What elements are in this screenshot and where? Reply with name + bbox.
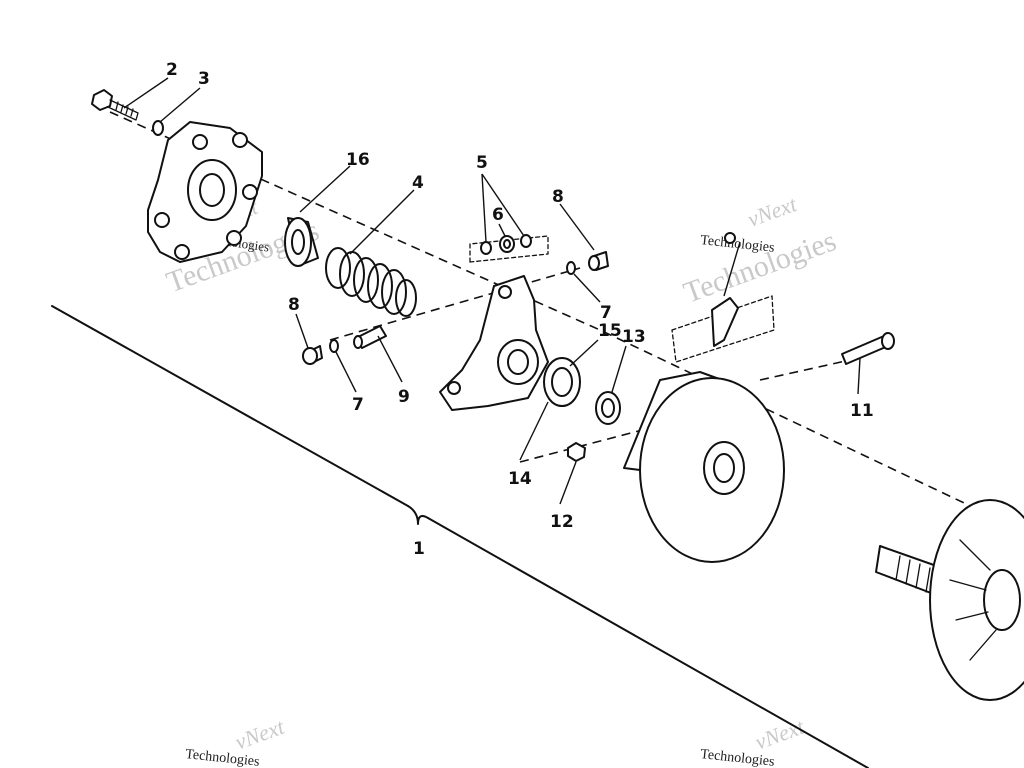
bushing — [284, 217, 319, 267]
callout-1: 1 — [413, 539, 425, 559]
seal-ring — [595, 391, 621, 425]
pin-lower — [302, 345, 323, 365]
spider-ramp — [439, 275, 549, 411]
washer-upper — [566, 261, 576, 275]
callout-labels: 2 3 16 4 5 6 8 7 15 13 8 7 9 14 12 11 1 — [166, 60, 874, 559]
callout-15: 15 — [598, 321, 622, 341]
assembly-bracket — [51, 305, 869, 768]
callout-7-lower: 7 — [352, 395, 364, 415]
bearing — [543, 357, 581, 407]
pin-axis-line — [329, 267, 581, 341]
callout-14: 14 — [508, 469, 532, 489]
spring — [325, 247, 417, 317]
roller-pin — [353, 325, 387, 349]
watermark-vnext: vNext — [752, 714, 808, 755]
callout-5: 5 — [476, 153, 488, 173]
callout-11: 11 — [850, 401, 874, 421]
cover-plate — [147, 121, 263, 263]
watermark-technologies-small: Technologies — [185, 747, 261, 768]
nut — [567, 442, 586, 462]
lower-axis-line — [519, 427, 651, 463]
callout-12: 12 — [550, 512, 574, 532]
callout-6: 6 — [492, 205, 504, 225]
right-axis-line — [759, 359, 851, 381]
fixed-sheave-shaft — [875, 499, 1024, 701]
callout-7-upper: 7 — [600, 303, 612, 323]
callout-13: 13 — [622, 327, 646, 347]
watermark-vnext: vNext — [232, 714, 288, 755]
cam-weight — [671, 232, 775, 363]
assembly-axis-line — [109, 111, 1001, 521]
callout-3: 3 — [198, 69, 210, 89]
callout-9: 9 — [398, 387, 410, 407]
watermark-technologies-small: Technologies — [700, 747, 776, 768]
washer-lower — [329, 339, 339, 353]
bolt — [91, 89, 139, 121]
washer — [152, 120, 164, 136]
callout-8-lower: 8 — [288, 295, 300, 315]
watermark-vnext: vNext — [744, 191, 800, 232]
tower-bolt — [841, 332, 895, 365]
leader-lines — [123, 77, 861, 505]
movable-sheave — [623, 371, 785, 563]
pin-upper — [588, 251, 609, 271]
callout-8-upper: 8 — [552, 187, 564, 207]
callout-16: 16 — [346, 150, 370, 170]
callout-2: 2 — [166, 60, 178, 80]
roller-set — [469, 234, 549, 263]
callout-4: 4 — [412, 173, 424, 193]
